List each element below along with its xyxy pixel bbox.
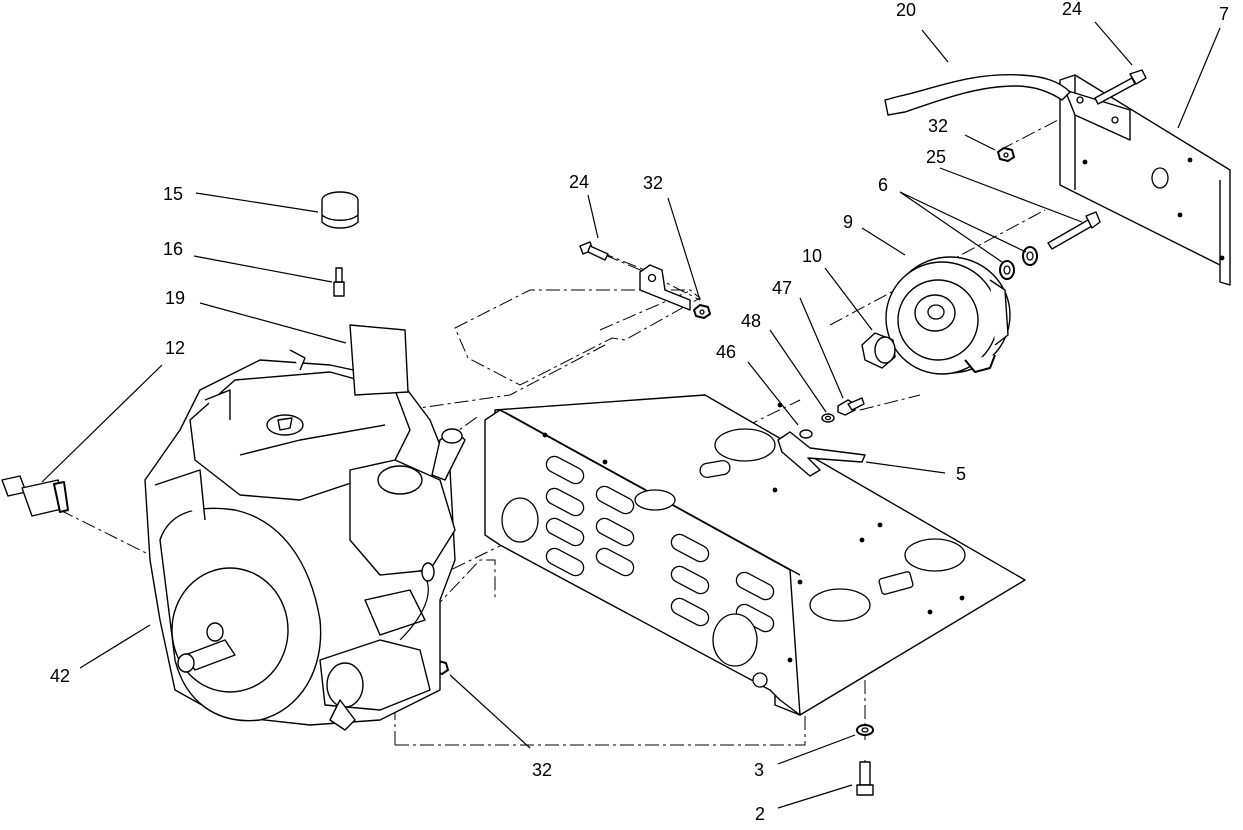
- callout-12: 12: [165, 338, 185, 358]
- spacer-10: [861, 332, 896, 369]
- washer-3: [856, 724, 874, 736]
- callout-7: 7: [1219, 4, 1229, 24]
- cap-15: [321, 191, 359, 229]
- engine-42: [144, 349, 466, 731]
- callout-47: 47: [772, 278, 792, 298]
- electric-clutch-9: [885, 256, 1011, 375]
- pipe-12: [1, 475, 69, 517]
- tab-bracket-center: [639, 264, 691, 311]
- callout-48: 48: [741, 311, 761, 331]
- callout-5: 5: [956, 464, 966, 484]
- callout-3: 3: [754, 760, 764, 780]
- callout-32-center: 32: [643, 173, 663, 193]
- fitting-16: [333, 267, 345, 297]
- callout-labels: 20 24 7 32 25 6 9 10 24 32 15 16 19 12 4…: [50, 0, 1229, 824]
- washers-6: [999, 246, 1038, 280]
- bolt-25: [1047, 211, 1101, 250]
- callout-20: 20: [896, 0, 916, 20]
- decal-19: [349, 324, 409, 396]
- callout-24-upper-right: 24: [1062, 0, 1082, 19]
- deck-openings: [634, 428, 966, 622]
- callout-15: 15: [163, 184, 183, 204]
- bolt-24-center: [579, 241, 609, 261]
- callout-16: 16: [163, 239, 183, 259]
- callout-32-upper-right: 32: [928, 116, 948, 136]
- callout-19: 19: [165, 288, 185, 308]
- callout-25: 25: [926, 147, 946, 167]
- bolt-2: [856, 761, 874, 796]
- frame-slot-holes: [501, 455, 775, 688]
- nut-32-upper-right: [997, 147, 1015, 162]
- brake-rod-5: [777, 431, 866, 477]
- callout-leaders: [41, 21, 1221, 809]
- callout-32-lower: 32: [532, 760, 552, 780]
- mounting-plate-7: [1059, 74, 1231, 286]
- callout-2: 2: [755, 804, 765, 824]
- bolt-24-upper-right: [1094, 69, 1147, 105]
- callout-46: 46: [716, 342, 736, 362]
- belt-guide-20: [884, 73, 1071, 116]
- callout-6: 6: [878, 175, 888, 195]
- callout-10: 10: [802, 246, 822, 266]
- frame-deck: [484, 394, 1026, 716]
- callout-9: 9: [843, 212, 853, 232]
- callout-24-center: 24: [569, 172, 589, 192]
- callout-42: 42: [50, 666, 70, 686]
- hardware-46-47-48: [799, 397, 865, 439]
- nut-32-center: [693, 304, 711, 319]
